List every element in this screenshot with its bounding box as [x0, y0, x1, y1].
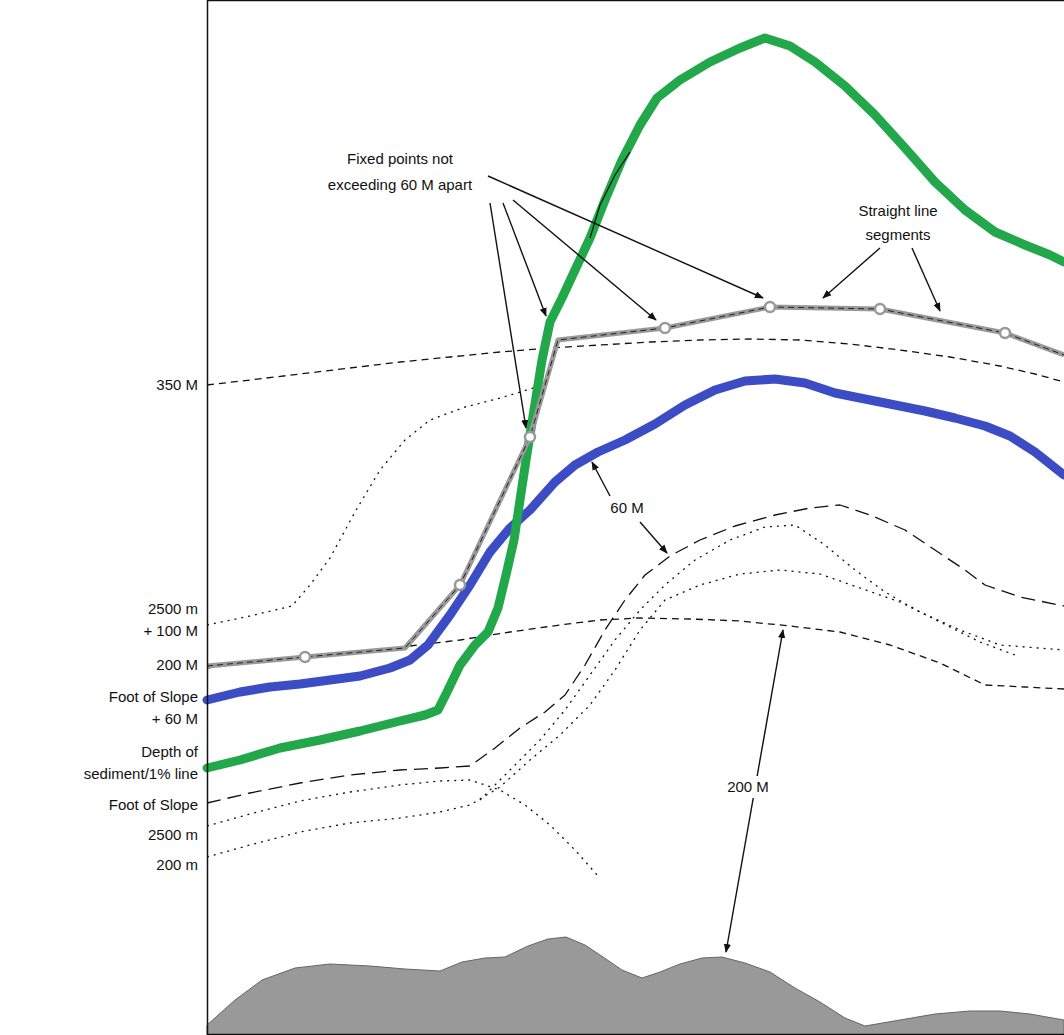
fixed-point	[660, 323, 670, 333]
leader-arrow	[488, 176, 763, 298]
sediment-thin-line	[590, 152, 630, 238]
axis-label: Foot of Slope + 60 M	[98, 686, 198, 730]
2500m-isobath-line	[480, 525, 1064, 800]
leader-arrow	[640, 522, 667, 553]
dimension-label: 60 M	[607, 497, 646, 519]
callout-label: Straight line segments	[842, 199, 954, 247]
fixed-point	[300, 652, 310, 662]
axis-label: 2500 m + 100 M	[138, 598, 198, 642]
leader-arrow	[513, 200, 656, 320]
fixed-point	[765, 302, 775, 312]
leader-arrow	[503, 203, 546, 316]
fixed-point	[455, 580, 465, 590]
leader-arrow	[912, 248, 940, 311]
axis-label: 350 M	[118, 374, 198, 396]
seabed-terrain	[207, 937, 1064, 1035]
2500m-isobath-line	[207, 780, 598, 876]
350m-limit-line	[207, 339, 1064, 385]
axis-label: 200 m	[118, 854, 198, 876]
diagram-frame	[208, 1, 1064, 1035]
axis-label: Depth of sediment/1% line	[66, 741, 198, 785]
axis-label: 200 M	[118, 654, 198, 676]
leader-arrow	[490, 203, 526, 428]
axis-label: 2500 m	[118, 824, 198, 846]
leader-arrow	[823, 248, 880, 298]
axis-label: Foot of Slope	[88, 794, 198, 816]
dimension-label: 200 M	[724, 776, 772, 798]
leader-arrow	[592, 462, 610, 496]
outer-limit-line	[207, 307, 1064, 666]
sediment-thickness-line	[207, 38, 1064, 768]
fixed-point	[1000, 328, 1010, 338]
2500m-plus-100m-line	[207, 386, 540, 625]
callout-label: Fixed points not exceeding 60 M apart	[316, 146, 484, 198]
fixed-point	[525, 432, 535, 442]
outer-limit-dash	[207, 307, 1064, 666]
200m-isobath-line	[207, 570, 1015, 857]
fixed-point	[875, 304, 885, 314]
